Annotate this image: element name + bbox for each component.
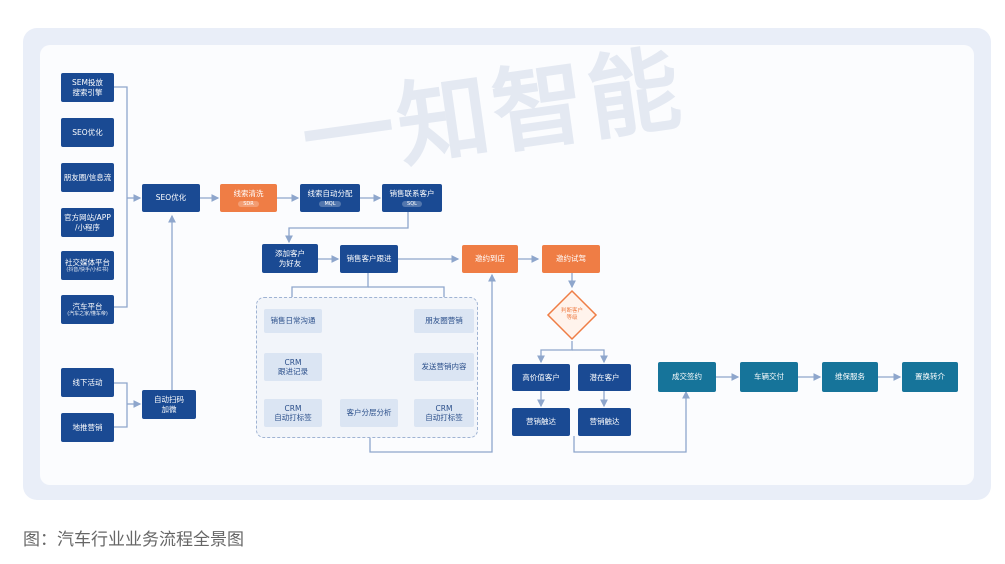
deal-label: 成交签约 xyxy=(672,372,702,382)
test-drive-node: 邀约试驾 xyxy=(542,245,600,273)
appointment-node: 邀约到店 xyxy=(462,245,518,273)
add-friend-node: 添加客户 为好友 xyxy=(262,244,318,273)
seo-node: SEO优化 xyxy=(142,184,200,212)
add-friend-l1: 添加客户 xyxy=(275,249,305,259)
source-moments: 朋友圈/信息流 xyxy=(61,163,114,192)
sales-contact-node: 销售联系客户 SQL xyxy=(382,184,442,212)
crm-tag-left-l2: 自动打标签 xyxy=(274,413,312,422)
mkt-reach-1-node: 营销触达 xyxy=(512,408,570,436)
clue-clean-label: 线索清洗 xyxy=(233,189,264,199)
judge-label: 判断客户 等级 xyxy=(546,289,598,341)
send-content-label: 发送营销内容 xyxy=(421,362,467,372)
mkt-reach-1-label: 营销触达 xyxy=(526,417,556,427)
auto-scan-node: 自动扫码 加微 xyxy=(142,390,196,419)
daily-comm-label: 销售日常沟通 xyxy=(270,316,316,326)
clue-assign-tag: MQL xyxy=(319,200,341,207)
source-website-l1: 官方网站/APP xyxy=(64,213,111,223)
source-social-sub: (抖音/快手/小红书) xyxy=(66,267,109,274)
clue-assign-node: 线索自动分配 MQL xyxy=(300,184,360,212)
delivery-node: 车辆交付 xyxy=(740,362,798,392)
delivery-label: 车辆交付 xyxy=(754,372,784,382)
clue-clean-node: 线索清洗 SDR xyxy=(220,184,277,212)
clue-assign-label: 线索自动分配 xyxy=(307,189,353,199)
judge-l1: 判断客户 xyxy=(560,308,583,315)
source-seo-label: SEO优化 xyxy=(72,127,103,137)
source-website-l2: /小程序 xyxy=(74,222,101,232)
deal-node: 成交签约 xyxy=(658,362,716,392)
sales-follow-node: 销售客户跟进 xyxy=(340,245,398,273)
moments-mkt-label: 朋友圈营销 xyxy=(425,316,463,326)
replacement-label: 置换转介 xyxy=(915,372,945,382)
sales-follow-label: 销售客户跟进 xyxy=(346,254,392,264)
sales-contact-tag: SQL xyxy=(402,200,422,207)
clue-clean-tag: SDR xyxy=(238,200,259,207)
potential-node: 潜在客户 xyxy=(578,364,631,391)
auto-scan-l1: 自动扫码 xyxy=(154,395,184,405)
judge-diamond xyxy=(546,289,598,341)
send-content-node: 发送营销内容 xyxy=(414,353,474,381)
source-auto-platform-sub: (汽车之家/懂车帝) xyxy=(67,311,108,318)
source-social: 社交媒体平台 (抖音/快手/小红书) xyxy=(61,251,114,280)
source-sem: SEM投放 搜索引擎 xyxy=(61,73,114,102)
crm-tag-right-l2: 自动打标签 xyxy=(425,413,463,422)
test-drive-label: 邀约试驾 xyxy=(556,254,586,264)
source-website: 官方网站/APP /小程序 xyxy=(61,208,114,237)
crm-track-l1: CRM xyxy=(284,357,302,367)
source-ground-label: 地推营销 xyxy=(72,422,103,432)
mkt-reach-2-label: 营销触达 xyxy=(589,417,620,427)
source-seo: SEO优化 xyxy=(61,118,114,147)
maintenance-label: 维保服务 xyxy=(835,372,865,382)
source-sem-l1: SEM投放 xyxy=(72,78,103,88)
crm-track-l2: 跟进记录 xyxy=(278,367,308,376)
daily-comm-node: 销售日常沟通 xyxy=(264,309,322,333)
source-offline: 线下活动 xyxy=(61,368,114,397)
segment-node: 客户分层分析 xyxy=(340,399,398,427)
replacement-node: 置换转介 xyxy=(902,362,958,392)
maintenance-node: 维保服务 xyxy=(822,362,878,392)
source-social-l1: 社交媒体平台 xyxy=(65,257,110,267)
judge-l2: 等级 xyxy=(566,315,578,321)
crm-tag-left-l1: CRM xyxy=(284,403,302,413)
crm-tag-right-node: CRM 自动打标签 xyxy=(414,399,474,427)
auto-scan-l2: 加微 xyxy=(161,404,177,414)
add-friend-l2: 为好友 xyxy=(278,258,302,268)
moments-mkt-node: 朋友圈营销 xyxy=(414,309,474,333)
seo-node-label: SEO优化 xyxy=(155,193,187,203)
potential-label: 潜在客户 xyxy=(589,372,620,382)
crm-track-node: CRM 跟进记录 xyxy=(264,353,322,381)
high-value-label: 高价值客户 xyxy=(522,372,560,382)
appointment-label: 邀约到店 xyxy=(475,254,505,264)
source-auto-platform: 汽车平台 (汽车之家/懂车帝) xyxy=(61,295,114,324)
sales-contact-label: 销售联系客户 xyxy=(389,189,435,199)
high-value-node: 高价值客户 xyxy=(512,364,570,391)
crm-tag-right-l1: CRM xyxy=(435,403,453,413)
source-auto-platform-l1: 汽车平台 xyxy=(72,301,103,311)
segment-label: 客户分层分析 xyxy=(346,408,392,418)
source-moments-label: 朋友圈/信息流 xyxy=(63,172,112,182)
source-ground: 地推营销 xyxy=(61,413,114,442)
mkt-reach-2-node: 营销触达 xyxy=(578,408,631,436)
crm-tag-left-node: CRM 自动打标签 xyxy=(264,399,322,427)
figure-caption: 图：汽车行业业务流程全景图 xyxy=(23,530,244,550)
source-sem-l2: 搜索引擎 xyxy=(72,87,103,97)
source-offline-label: 线下活动 xyxy=(72,377,103,387)
